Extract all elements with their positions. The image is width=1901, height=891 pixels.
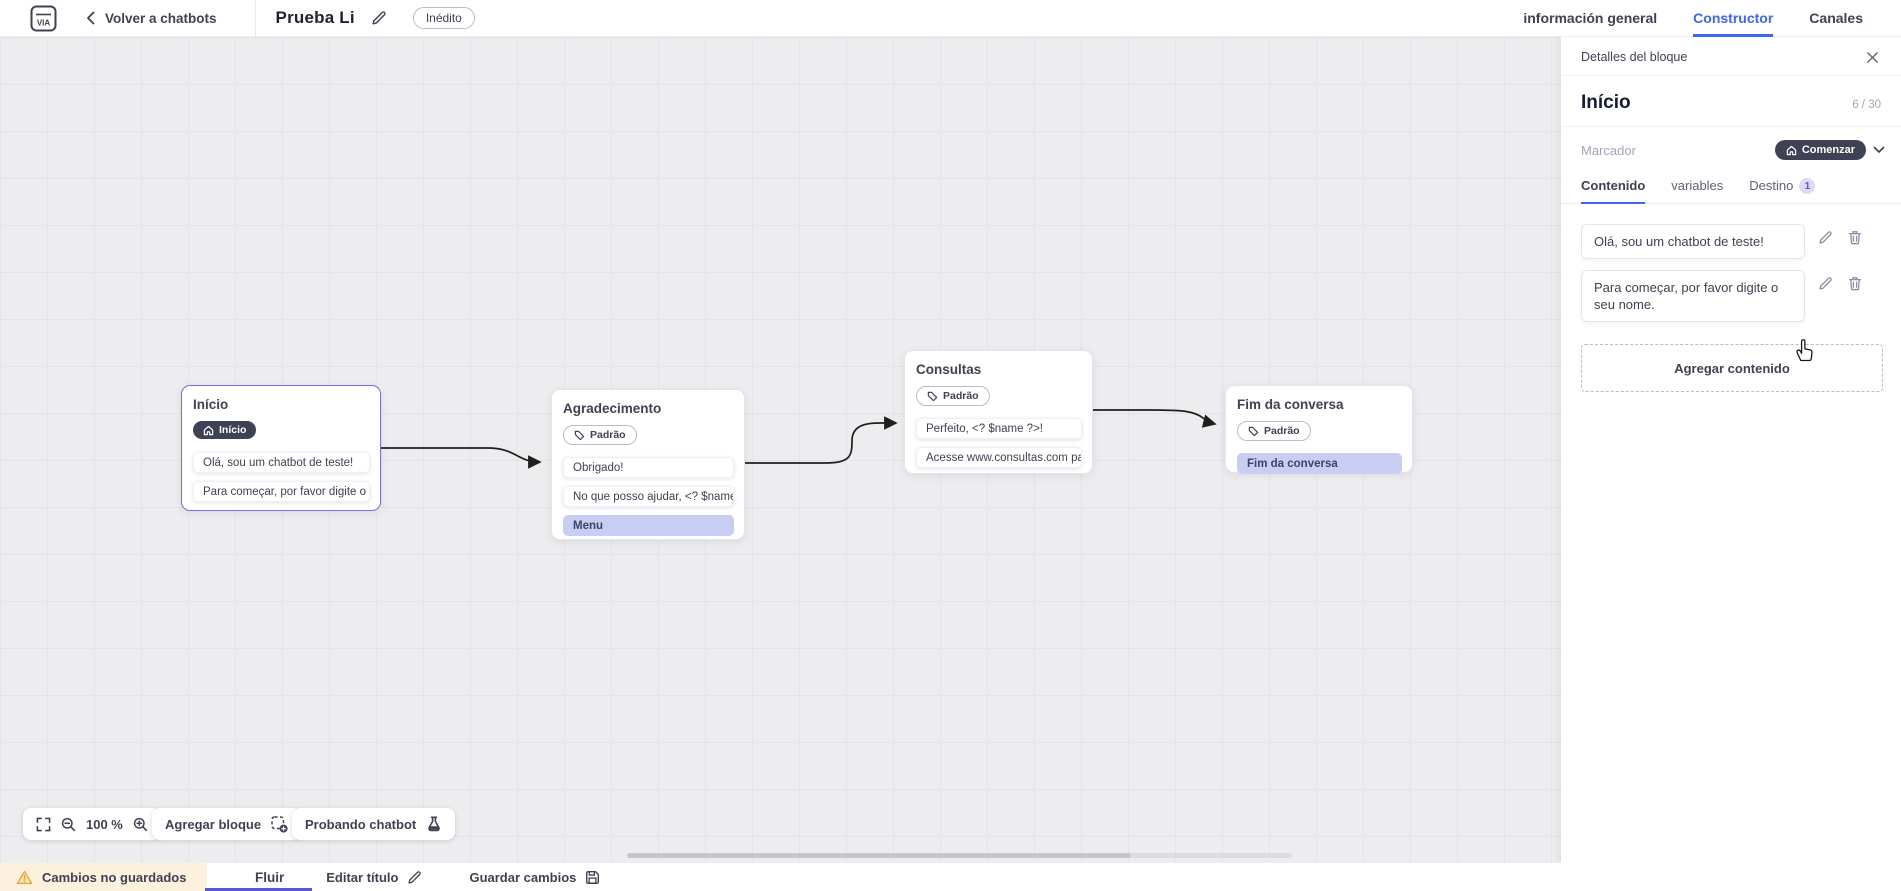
svg-text:VIA: VIA bbox=[37, 18, 51, 27]
top-tabs: información general Constructor Canales bbox=[1523, 0, 1901, 37]
home-icon bbox=[1786, 145, 1797, 155]
unsaved-changes-warning: Cambios no guardados bbox=[0, 863, 207, 891]
zoom-in-icon bbox=[133, 817, 147, 831]
close-icon bbox=[1867, 51, 1878, 63]
chevron-left-icon bbox=[87, 11, 95, 25]
chevron-down-icon[interactable] bbox=[1873, 146, 1885, 154]
tag-icon bbox=[1248, 426, 1259, 436]
edge-consultas-fim bbox=[1093, 409, 1217, 428]
content-item: Olá, sou um chatbot de teste! bbox=[1581, 224, 1881, 259]
node-menu-icon[interactable] bbox=[1076, 362, 1082, 378]
node-title: Agradecimento bbox=[563, 401, 662, 416]
node-menu-icon[interactable] bbox=[728, 401, 734, 417]
node-title: Fim da conversa bbox=[1237, 397, 1344, 412]
panel-menu-icon[interactable] bbox=[1877, 179, 1883, 195]
node-menu-icon[interactable] bbox=[1396, 397, 1402, 413]
fit-screen-button[interactable] bbox=[36, 817, 51, 832]
close-panel-button[interactable] bbox=[1866, 51, 1879, 64]
block-name: Início bbox=[1581, 92, 1631, 113]
tab-destino[interactable]: Destino 1 bbox=[1749, 170, 1816, 204]
back-label: Volver a chatbots bbox=[105, 10, 217, 26]
save-icon bbox=[586, 870, 600, 884]
add-content-button[interactable]: Agregar contenido bbox=[1581, 344, 1883, 392]
node-message-row[interactable]: Olá, sou um chatbot de teste! bbox=[193, 451, 370, 473]
tag-icon bbox=[927, 391, 938, 401]
tab-contenido[interactable]: Contenido bbox=[1581, 170, 1646, 204]
panel-tabs: Contenido variables Destino 1 bbox=[1561, 170, 1901, 204]
warning-icon bbox=[16, 870, 33, 884]
add-block-button[interactable]: Agregar bloque bbox=[152, 808, 302, 840]
edit-chatbot-title-button[interactable] bbox=[371, 10, 387, 26]
top-bar: VIA Volver a chatbots Prueba Li Inédito … bbox=[0, 0, 1901, 37]
block-name-counter: 6 / 30 bbox=[1852, 99, 1881, 111]
flow-node-agradecimento[interactable]: Agradecimento Padrão Obrigado! No que po… bbox=[551, 389, 745, 540]
flow-menu-icon[interactable] bbox=[224, 870, 230, 885]
edge-inicio-agradecimento bbox=[381, 447, 542, 469]
node-menu-icon[interactable] bbox=[364, 397, 370, 413]
zoom-toolbar: 100 % bbox=[23, 808, 161, 840]
zoom-level: 100 % bbox=[86, 816, 123, 832]
node-marker-badge: Padrão bbox=[563, 425, 637, 445]
tab-canales[interactable]: Canales bbox=[1809, 9, 1863, 26]
flow-node-inicio[interactable]: Início Início Olá, sou um chatbot de tes… bbox=[181, 385, 381, 511]
edit-content-button[interactable] bbox=[1818, 230, 1833, 245]
edge-agradecimento-consultas bbox=[745, 416, 898, 464]
edit-content-button[interactable] bbox=[1818, 276, 1833, 291]
edit-title-button[interactable]: Editar título bbox=[326, 870, 422, 885]
delete-content-button[interactable] bbox=[1848, 230, 1862, 245]
pencil-icon bbox=[1819, 277, 1832, 290]
content-item: Para começar, por favor digite o seu nom… bbox=[1581, 270, 1881, 322]
tab-fluir[interactable]: Fluir bbox=[255, 869, 285, 885]
node-message-row[interactable]: No que posso ajudar, <? $name ... bbox=[563, 485, 734, 507]
node-message-row[interactable]: Obrigado! bbox=[563, 456, 734, 478]
app-logo[interactable]: VIA bbox=[30, 5, 57, 32]
marker-value-button[interactable]: Comenzar bbox=[1774, 140, 1866, 160]
tab-informacion-general[interactable]: información general bbox=[1523, 9, 1658, 26]
node-action-row[interactable]: Fim da conversa bbox=[1237, 452, 1402, 474]
pencil-icon bbox=[408, 870, 422, 884]
node-title: Início bbox=[193, 397, 229, 412]
marker-label: Marcador bbox=[1581, 142, 1636, 158]
panel-title: Detalles del bloque bbox=[1581, 50, 1688, 64]
node-message-row[interactable]: Para começar, por favor digite o ... bbox=[193, 480, 370, 502]
back-to-chatbots-button[interactable]: Volver a chatbots bbox=[85, 11, 217, 26]
active-flow-tab-underline bbox=[205, 888, 312, 891]
pencil-icon bbox=[372, 11, 386, 25]
tag-icon bbox=[574, 430, 585, 440]
trash-icon bbox=[1848, 277, 1862, 291]
content-text-card[interactable]: Para começar, por favor digite o seu nom… bbox=[1581, 270, 1805, 322]
chatbot-title: Prueba Li bbox=[275, 8, 355, 27]
home-icon bbox=[203, 425, 214, 435]
node-message-row[interactable]: Perfeito, <? $name ?>! bbox=[916, 417, 1082, 439]
bottom-status-bar: Cambios no guardados Fluir Editar título… bbox=[0, 862, 1561, 891]
zoom-out-icon bbox=[61, 817, 76, 831]
test-chatbot-button[interactable]: Probando chatbot bbox=[292, 808, 456, 840]
block-details-panel: Detalles del bloque Início 6 / 30 Marcad… bbox=[1561, 37, 1901, 891]
flask-icon bbox=[428, 816, 441, 832]
flow-node-consultas[interactable]: Consultas Padrão Perfeito, <? $name ?>! … bbox=[904, 350, 1093, 474]
tab-constructor[interactable]: Constructor bbox=[1693, 0, 1774, 37]
save-changes-button[interactable]: Guardar cambios bbox=[469, 870, 600, 885]
zoom-in-button[interactable] bbox=[133, 817, 148, 832]
node-message-row[interactable]: Acesse www.consultas.com par... bbox=[916, 446, 1082, 468]
pencil-icon bbox=[1819, 231, 1832, 244]
tab-variables[interactable]: variables bbox=[1671, 178, 1724, 193]
status-badge: Inédito bbox=[412, 7, 475, 29]
node-title: Consultas bbox=[916, 362, 982, 377]
add-block-icon bbox=[271, 815, 288, 833]
delete-content-button[interactable] bbox=[1848, 276, 1862, 291]
trash-icon bbox=[1848, 231, 1862, 245]
scrollbar-thumb[interactable] bbox=[627, 853, 1131, 858]
fullscreen-icon bbox=[36, 817, 51, 831]
node-marker-badge: Padrão bbox=[1237, 421, 1311, 441]
flow-node-fim-da-conversa[interactable]: Fim da conversa Padrão Fim da conversa bbox=[1225, 385, 1413, 474]
canvas-horizontal-scrollbar[interactable] bbox=[627, 853, 1292, 858]
content-text-card[interactable]: Olá, sou um chatbot de teste! bbox=[1581, 224, 1805, 259]
node-action-row[interactable]: Menu bbox=[563, 514, 734, 536]
zoom-out-button[interactable] bbox=[61, 817, 76, 832]
destino-count-badge: 1 bbox=[1799, 177, 1816, 194]
node-marker-badge: Início bbox=[193, 421, 257, 439]
node-marker-badge: Padrão bbox=[916, 386, 990, 406]
topbar-divider bbox=[254, 0, 256, 37]
